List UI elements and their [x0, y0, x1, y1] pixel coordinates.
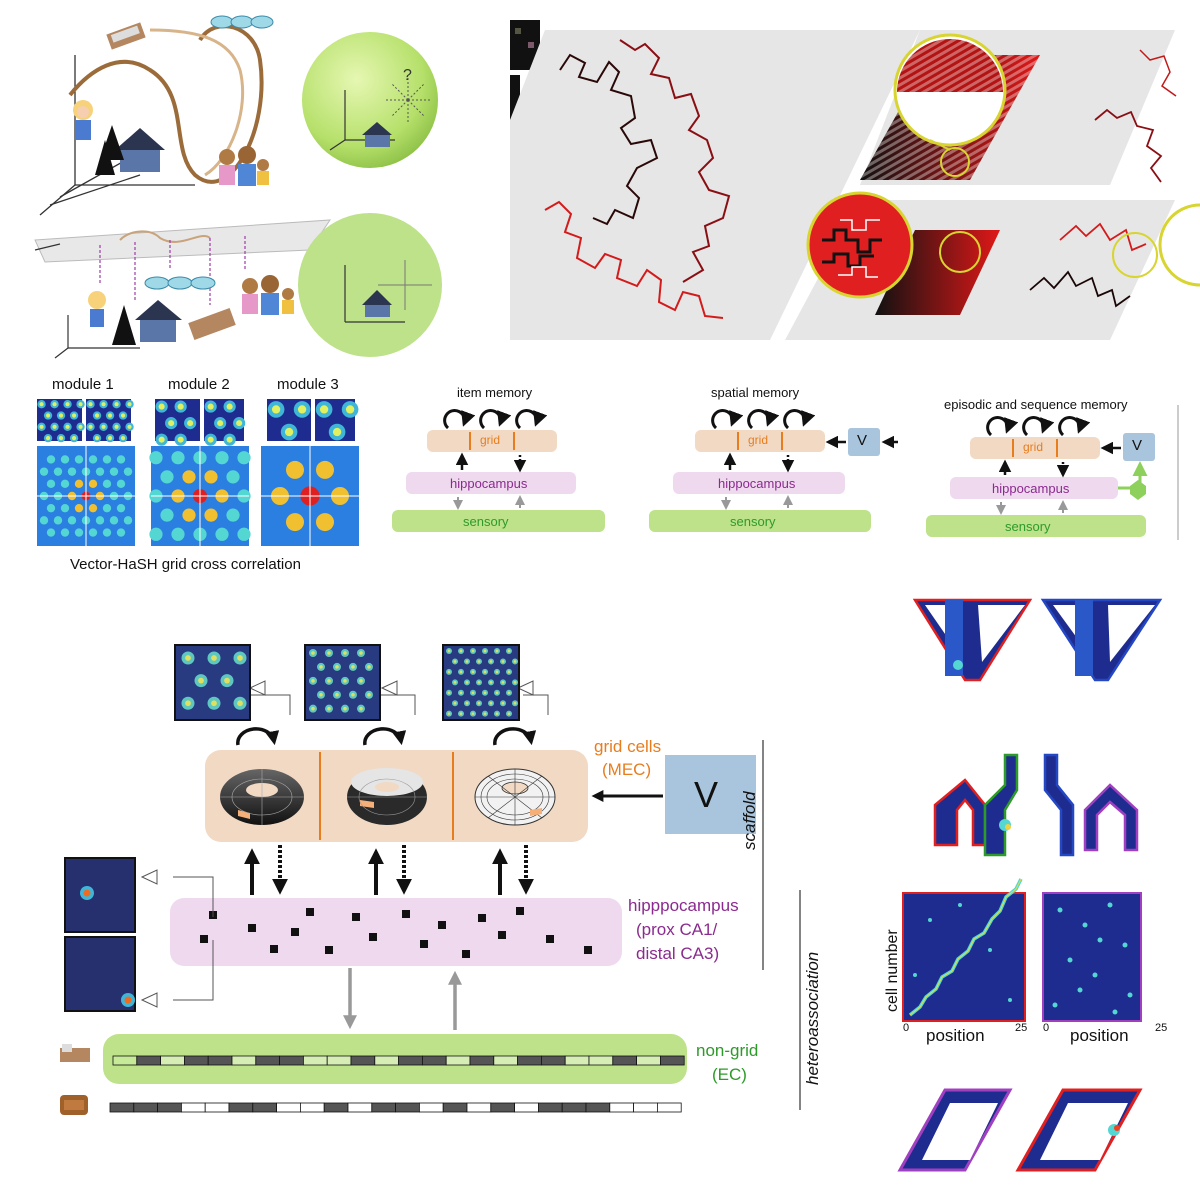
module-2-cross-correlation: [149, 446, 251, 546]
spatial-v-label: V: [857, 432, 868, 449]
hippocampus-region-1: (prox CA1/: [636, 920, 718, 939]
x-axis-zero-left: 0: [903, 1022, 910, 1034]
sequence-plot-right: [1042, 892, 1142, 1022]
spatial-memory-title: spatial memory: [711, 385, 800, 400]
bowls-icon: [144, 276, 216, 290]
flat-sphere: [298, 213, 442, 357]
bed-icon: [60, 1044, 90, 1062]
module-1-ratemap-a: [37, 399, 85, 443]
episodic-memory-title: episodic and sequence memory: [944, 397, 1128, 412]
place-field-ratemap-1: [64, 857, 136, 933]
latent-sphere: [302, 32, 438, 168]
bears-icon: [242, 275, 294, 315]
episodic-memory-diagram: [926, 416, 1155, 537]
random-walk-dark: [559, 53, 659, 226]
v-shape-red: [912, 598, 1033, 682]
module-2-ratemap-a: [155, 399, 200, 446]
spatial-sensory-label: sensory: [730, 514, 776, 529]
bowls-icon: [210, 15, 274, 29]
cross-correlation-caption: Vector-HaSH grid cross correlation: [70, 556, 301, 573]
module-2-label: module 2: [168, 376, 230, 393]
torus-module-3: [474, 768, 556, 826]
bed-icon: [188, 308, 236, 340]
grid-ratemap-module-3: [442, 644, 520, 721]
arch-purple: [1083, 783, 1139, 852]
torus-module-1: [220, 769, 304, 825]
non-grid-region-label: (EC): [712, 1065, 747, 1084]
hippocampus-region-2: distal CA3): [636, 944, 720, 963]
module-3-ratemap-b: [315, 399, 359, 441]
module-1-ratemap-b: [86, 399, 134, 443]
velocity-label: V: [694, 774, 719, 815]
arch-blue: [1043, 753, 1075, 857]
item-grid-label: grid: [480, 433, 501, 447]
armchair-icon: [60, 1095, 88, 1115]
item-memory-diagram: [392, 409, 605, 532]
position-axis-label-right: position: [1070, 1026, 1129, 1045]
arch-red: [933, 778, 987, 847]
hippocampus-box: [170, 898, 622, 966]
item-hippocampus-label: hippocampus: [450, 476, 528, 491]
torus-module-2: [347, 768, 427, 825]
random-walk-panel: [510, 20, 1200, 340]
module-1-cross-correlation: [37, 446, 135, 546]
spatial-memory-diagram: [649, 409, 898, 532]
x-axis-max-left: 25: [1015, 1022, 1028, 1034]
item-memory-title: item memory: [457, 385, 533, 400]
grid-ratemap-module-1: [174, 644, 251, 721]
position-axis-label-left: position: [926, 1026, 985, 1045]
episodic-v-label: V: [1132, 437, 1143, 454]
spatial-hippocampus-label: hippocampus: [718, 476, 796, 491]
arch-green: [983, 753, 1019, 857]
cell-number-axis-label: cell number: [884, 929, 901, 1012]
house-icon: [112, 300, 182, 345]
module-1-label: module 1: [52, 376, 114, 393]
house-icon: [362, 122, 392, 147]
module-3-label: module 3: [277, 376, 339, 393]
hippocampus-label: hipppocampus: [628, 896, 739, 915]
random-walk-dark-red: [619, 39, 731, 283]
item-sensory-label: sensory: [463, 514, 509, 529]
bed-icon: [106, 22, 146, 50]
spatial-grid-label: grid: [748, 433, 769, 447]
question-mark: ?: [403, 67, 412, 84]
place-field-ratemap-2: [64, 936, 136, 1012]
grid-cells-region-label: (MEC): [602, 760, 652, 779]
grid-ratemap-module-2: [304, 644, 381, 721]
random-walk-red: [544, 200, 724, 319]
episodic-grid-label: grid: [1023, 440, 1044, 454]
bears-icon: [219, 146, 269, 186]
module-heatmaps: [37, 399, 359, 546]
ec-pattern-chair-cell: [657, 1102, 682, 1113]
v-shape-blue: [1040, 598, 1163, 682]
memory-panels: [392, 405, 1179, 540]
house-icon: [362, 290, 392, 317]
episodic-sensory-label: sensory: [1005, 519, 1051, 534]
story-illustration: ?: [34, 15, 442, 359]
ec-pattern-bed-cell: [660, 1055, 685, 1066]
x-axis-max-right: 25: [1155, 1022, 1168, 1034]
module-2-ratemap-b: [204, 399, 246, 446]
module-3-cross-correlation: [261, 446, 359, 546]
girl-icon: [88, 291, 106, 327]
x-axis-zero-right: 0: [1043, 1022, 1050, 1034]
episodic-hippocampus-label: hippocampus: [992, 481, 1070, 496]
house-icon: [95, 125, 165, 175]
non-grid-label: non-grid: [696, 1041, 759, 1060]
module-3-ratemap-a: [267, 399, 311, 441]
girl-icon: [73, 100, 93, 140]
grid-cells-label: grid cells: [594, 737, 662, 756]
velocity-box: [665, 755, 756, 834]
